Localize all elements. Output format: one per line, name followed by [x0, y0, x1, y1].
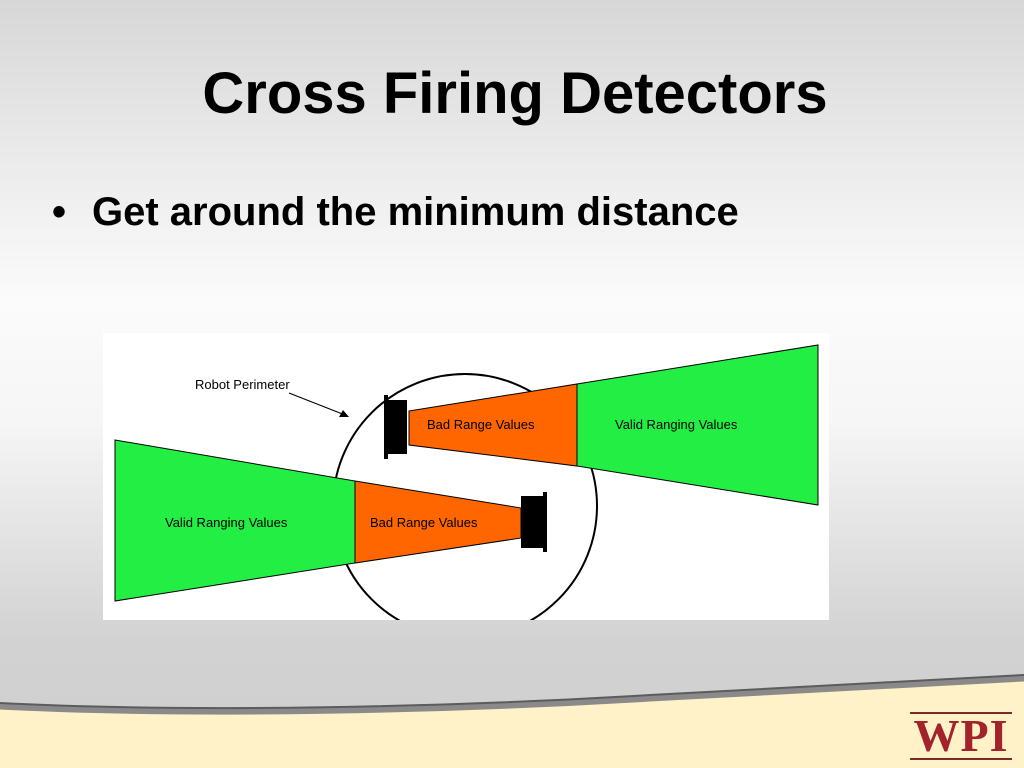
lower-sensor-face	[543, 492, 547, 552]
lower-valid-range-label: Valid Ranging Values	[165, 515, 288, 530]
slide-title: Cross Firing Detectors	[202, 61, 828, 126]
perimeter-pointer-line	[288, 392, 346, 416]
bullet-text: Get around the minimum distance	[92, 190, 739, 234]
logo-rule-top	[910, 712, 1012, 714]
upper-valid-range-zone	[576, 344, 819, 506]
logo-text: WPI	[913, 710, 1009, 761]
perimeter-pointer-arrowhead-icon	[339, 410, 349, 417]
upper-sensor-face	[384, 395, 388, 459]
logo-rule-bottom	[910, 758, 1012, 760]
lower-sensor-icon	[521, 496, 543, 548]
cross-firing-diagram: Robot Perimeter Bad Range Values Valid R…	[103, 333, 829, 620]
bullet-dot-icon: •	[52, 190, 67, 234]
robot-perimeter-label: Robot Perimeter	[195, 377, 290, 392]
wpi-logo: WPI	[906, 708, 1016, 764]
bullet-item: • Get around the minimum distance	[52, 190, 739, 235]
upper-sensor-icon	[387, 400, 407, 454]
upper-bad-range-label: Bad Range Values	[427, 417, 535, 432]
lower-bad-range-label: Bad Range Values	[370, 515, 478, 530]
upper-valid-range-label: Valid Ranging Values	[615, 417, 738, 432]
